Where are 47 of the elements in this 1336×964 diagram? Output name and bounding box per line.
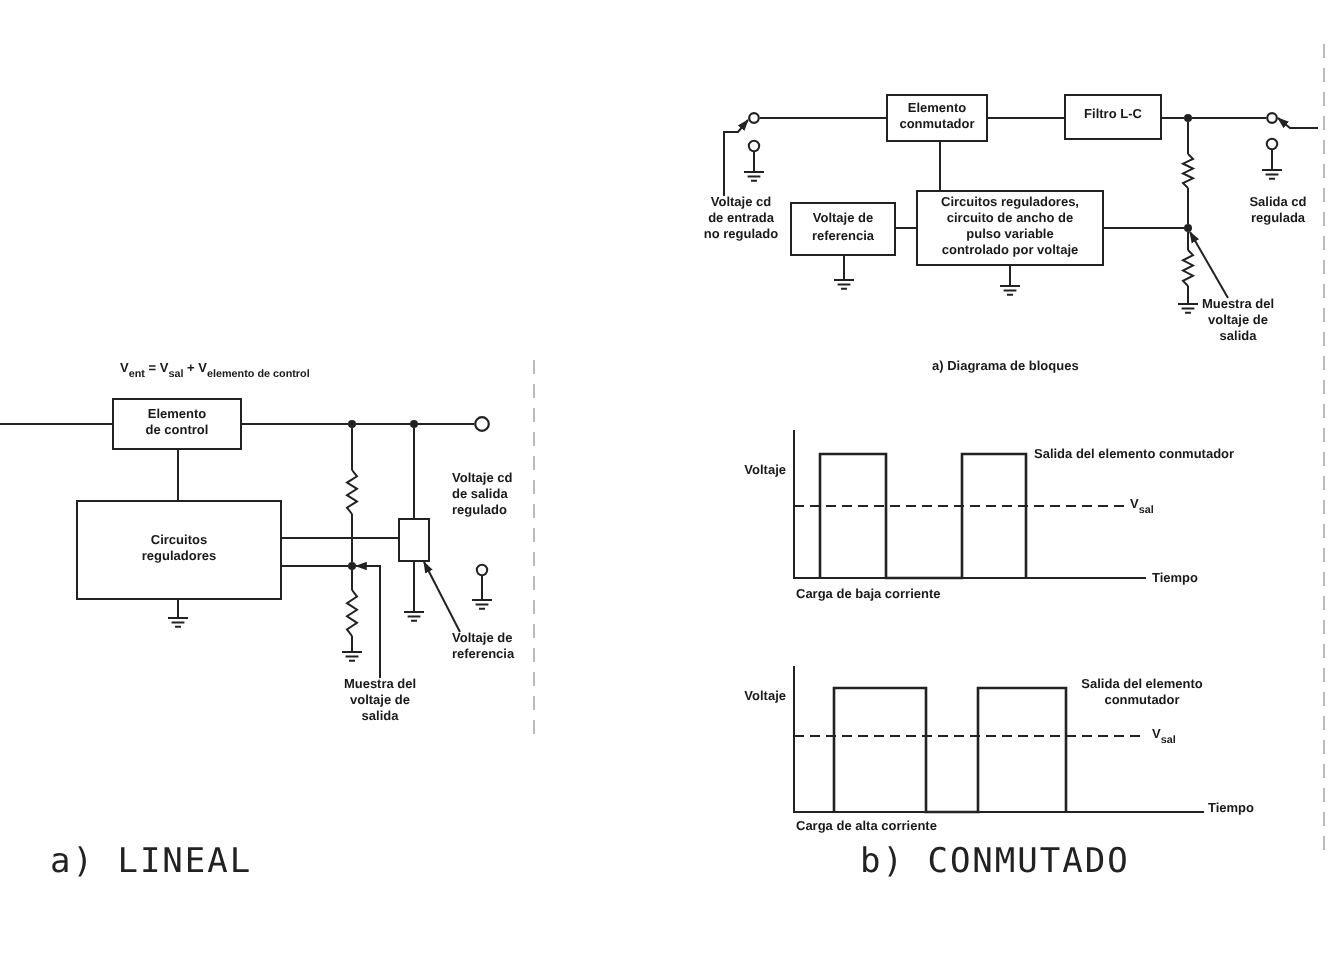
wire	[759, 117, 887, 119]
resistor-symbol	[346, 470, 358, 514]
wire	[281, 537, 399, 539]
block-box	[790, 202, 896, 256]
wire	[1187, 187, 1189, 225]
wire	[281, 565, 349, 567]
block-box	[1064, 94, 1162, 140]
resistor-symbol	[346, 590, 358, 636]
panel-caption: b) CONMUTADO	[860, 842, 1130, 883]
wire	[351, 427, 353, 471]
wire	[241, 423, 349, 425]
block-box	[886, 94, 988, 142]
junction-dot	[1184, 224, 1192, 232]
resistor-symbol	[1182, 154, 1194, 188]
wire	[1191, 117, 1267, 119]
wire	[351, 569, 353, 591]
arrow	[723, 119, 749, 197]
junction-dot	[348, 562, 356, 570]
wire	[413, 427, 415, 519]
wire	[355, 423, 411, 425]
junction-dot	[1184, 114, 1192, 122]
terminal-icon	[474, 416, 490, 432]
wire	[1161, 117, 1185, 119]
arrow	[1189, 230, 1229, 299]
wire	[177, 449, 179, 501]
junction-dot	[410, 420, 418, 428]
resistor-symbol	[1182, 250, 1194, 286]
wire	[1187, 231, 1189, 251]
terminal-icon	[748, 112, 760, 124]
arrow	[354, 561, 381, 679]
wire	[939, 141, 941, 191]
terminal-icon	[1266, 112, 1278, 124]
wire	[1103, 227, 1185, 229]
block-box	[112, 398, 242, 450]
wire	[0, 423, 113, 425]
wire	[417, 423, 475, 425]
panel-caption: a) LINEAL	[50, 842, 253, 883]
wire	[351, 513, 353, 563]
wire	[987, 117, 1065, 119]
leader-arrow	[423, 560, 461, 633]
reference-element-box	[398, 518, 430, 562]
block-box	[916, 190, 1104, 266]
arrow	[1277, 117, 1319, 129]
wire	[1187, 121, 1189, 155]
wire	[895, 227, 917, 229]
block-box	[76, 500, 282, 600]
junction-dot	[348, 420, 356, 428]
